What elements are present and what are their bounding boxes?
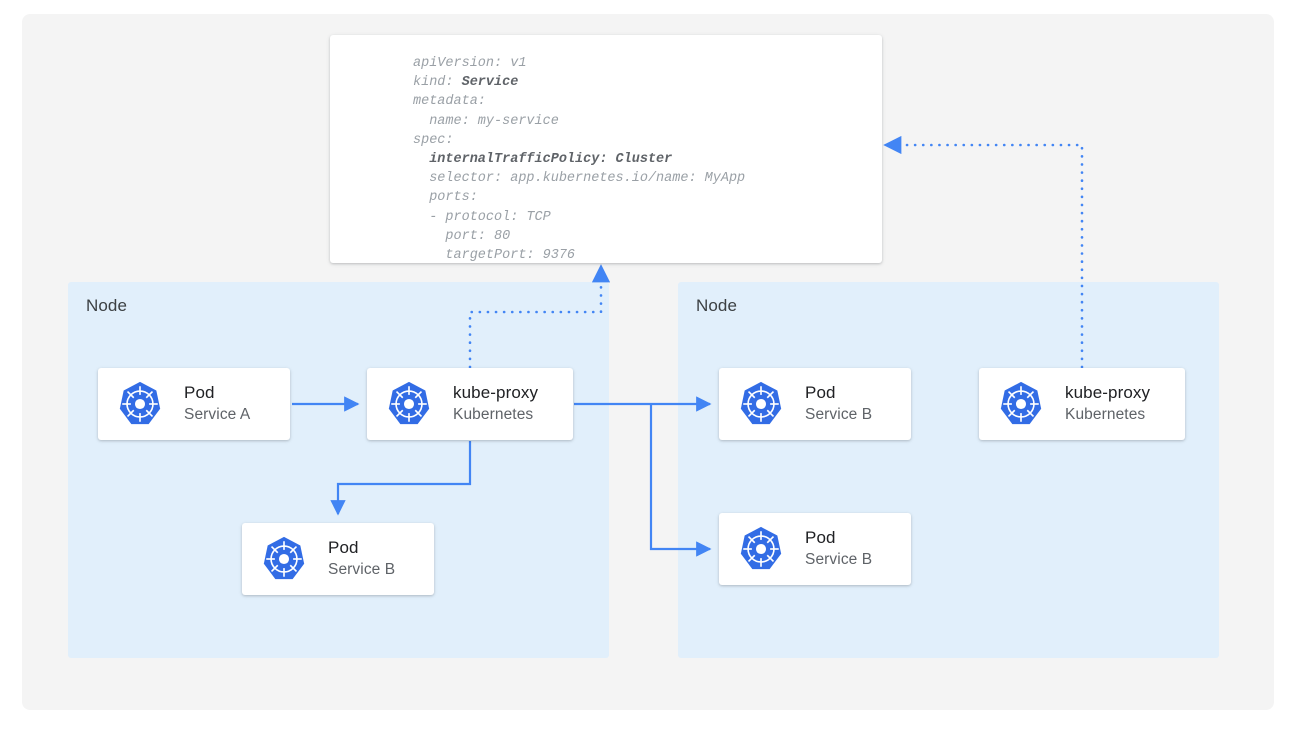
code-line: name: my-service — [413, 113, 559, 129]
card-kube-proxy-right[interactable]: kube-proxy Kubernetes — [979, 368, 1185, 440]
service-manifest-code: apiVersion: v1 kind: Service metadata: nam… — [413, 54, 745, 263]
code-line: internalTrafficPolicy: Cluster — [413, 152, 673, 168]
card-subtitle: Kubernetes — [1065, 406, 1146, 424]
code-line: apiVersion: v1 — [413, 56, 527, 71]
node-label-right: Node — [696, 296, 738, 315]
node-container-right: Node — [678, 282, 1219, 658]
kubernetes-icon — [740, 526, 782, 570]
code-line: targetPort: 9376 — [413, 248, 576, 263]
card-subtitle: Service B — [805, 551, 873, 569]
kubernetes-icon — [388, 381, 430, 425]
code-line: port: 80 — [413, 228, 511, 244]
card-pod-service-b-left-node[interactable]: Pod Service B — [242, 523, 434, 595]
card-subtitle: Service B — [328, 561, 396, 579]
kubernetes-icon — [1000, 381, 1042, 425]
code-line: - protocol: TCP — [413, 209, 551, 225]
code-line: ports: — [413, 190, 478, 206]
card-subtitle: Service A — [184, 406, 251, 424]
code-line: spec: — [413, 132, 454, 148]
card-pod-service-b-right-node-top[interactable]: Pod Service B — [719, 368, 911, 440]
node-container-left: Node — [68, 282, 609, 658]
code-line: selector: app.kubernetes.io/name: MyApp — [413, 171, 746, 187]
node-label-left: Node — [86, 296, 128, 315]
kubernetes-icon — [119, 381, 161, 425]
code-line: kind: Service — [413, 75, 519, 91]
card-title: Pod — [805, 383, 836, 403]
card-kube-proxy-left[interactable]: kube-proxy Kubernetes — [367, 368, 573, 440]
card-title: Pod — [805, 528, 836, 548]
card-title: Pod — [328, 538, 359, 558]
kubernetes-icon — [263, 536, 305, 580]
card-title: kube-proxy — [1065, 383, 1151, 403]
card-pod-service-a[interactable]: Pod Service A — [98, 368, 290, 440]
service-manifest-card: apiVersion: v1 kind: Service metadata: nam… — [330, 35, 882, 263]
code-line: metadata: — [413, 94, 486, 110]
card-subtitle: Service B — [805, 406, 873, 424]
card-title: kube-proxy — [453, 383, 539, 403]
card-pod-service-b-right-node-bottom[interactable]: Pod Service B — [719, 513, 911, 585]
kubernetes-icon — [740, 381, 782, 425]
card-subtitle: Kubernetes — [453, 406, 534, 424]
card-title: Pod — [184, 383, 215, 403]
